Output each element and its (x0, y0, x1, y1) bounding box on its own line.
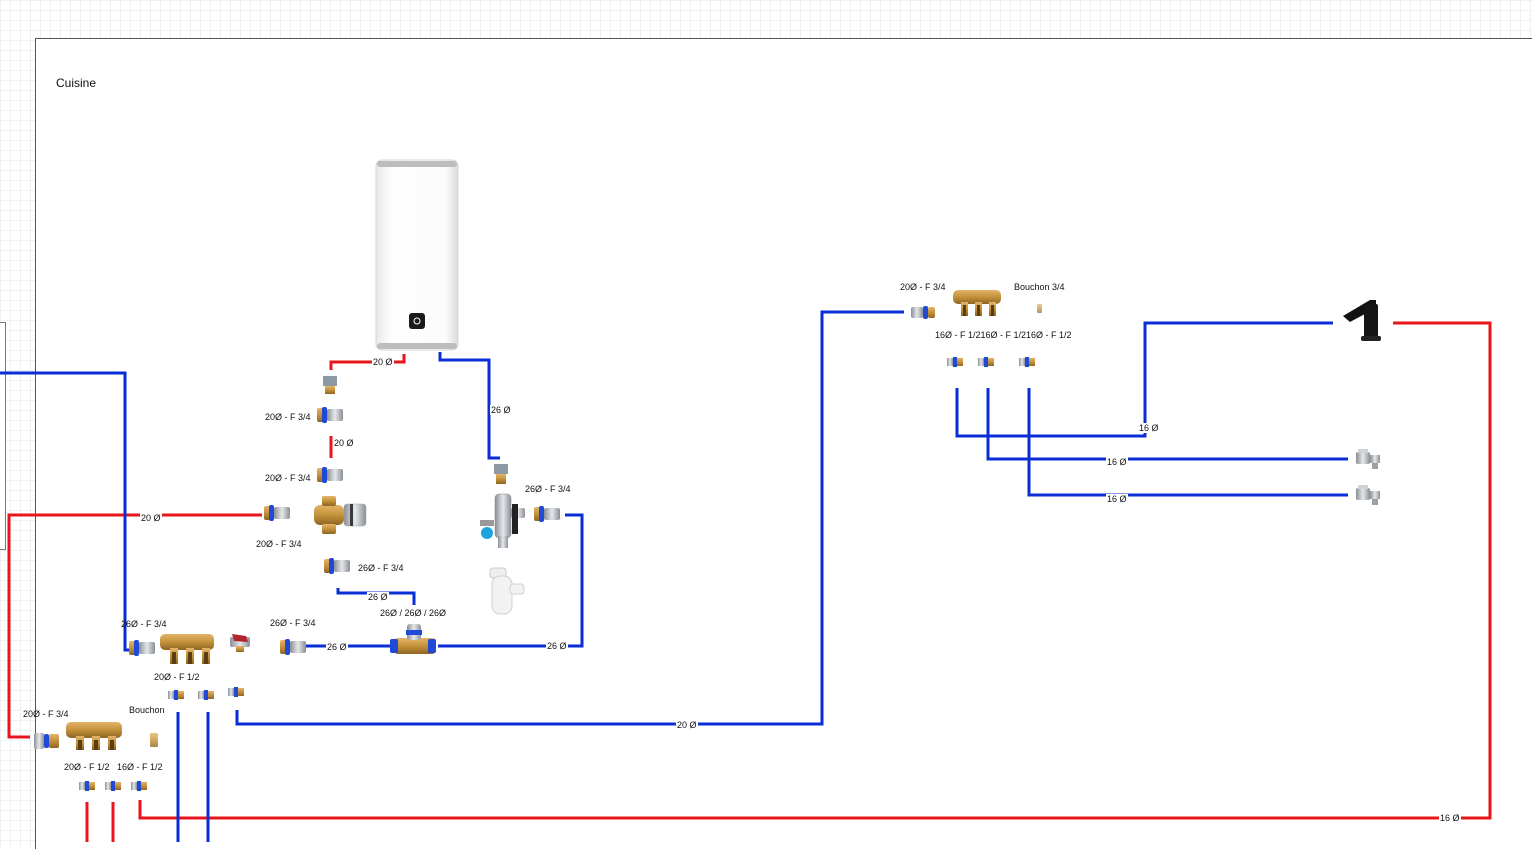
label-mixer-in-top: 20Ø - F 3/4 (265, 473, 311, 483)
label-manifold-cold-right: 26Ø - F 3/4 (270, 618, 316, 628)
fitting-icon (534, 506, 560, 522)
label-plug-cold: Bouchon (129, 705, 165, 715)
fitting-icon (131, 781, 147, 791)
room-title: Cuisine (56, 76, 97, 90)
safety-group-icon (480, 493, 525, 548)
label-valve1-line: 16 Ø (1106, 457, 1128, 467)
fitting-icon (129, 640, 155, 656)
plug-icon (150, 733, 158, 747)
label-cold-26-heater: 26 Ø (490, 405, 512, 415)
fitting-icon (105, 781, 121, 791)
adjacent-room-edge (0, 322, 6, 550)
fitting-icon (911, 306, 935, 319)
fitting-icon (280, 639, 306, 655)
label-manifold-hot-outlet-b: 16Ø - F 1/2 (117, 762, 163, 772)
label-sink-cold: 16 Ø (1138, 423, 1160, 433)
pipe-valve2 (1027, 388, 1348, 497)
fitting-icon (1019, 357, 1035, 367)
manifold-icon (66, 722, 122, 750)
angle-valve-icon (1356, 485, 1380, 505)
tee-icon (390, 624, 436, 654)
label-mixer-side: 20Ø - F 3/4 (256, 539, 302, 549)
fitting-icon (79, 781, 95, 791)
thermostatic-mixer-icon (314, 496, 367, 534)
reducer-icon (323, 376, 337, 394)
label-heater-out-hot: 20 Ø (372, 357, 394, 367)
angle-valve-icon (1356, 449, 1380, 469)
water-heater-icon (375, 159, 459, 351)
fitting-icon (34, 733, 59, 749)
label-manifold-hot-outlet-a: 20Ø - F 1/2 (64, 762, 110, 772)
plug-icon (1037, 304, 1042, 313)
cold-water-pipes (0, 310, 1348, 842)
label-hot-short: 20 Ø (333, 438, 355, 448)
ball-valve-icon (230, 634, 250, 652)
label-hot-16-main: 16 Ø (1439, 813, 1461, 823)
label-manifold-cold-left: 26Ø - F 3/4 (121, 619, 167, 629)
label-tee: 26Ø / 26Ø / 26Ø (380, 608, 447, 618)
label-manifold-right-outlets: 16Ø - F 1/216Ø - F 1/216Ø - F 1/2 (935, 330, 1072, 340)
pipe-heater-hot-out (329, 354, 406, 370)
hot-water-pipes (7, 321, 1492, 842)
label-heater-fitting: 20Ø - F 3/4 (265, 412, 311, 422)
pipe-cold-26-right (438, 513, 584, 648)
pipe-sink-cold (955, 321, 1333, 438)
drawing-page (35, 38, 1532, 849)
label-cold-20-main: 20 Ø (676, 720, 698, 730)
reducer-icon (494, 464, 508, 484)
siphon-icon (489, 567, 525, 615)
pipe-cold-20-main (235, 310, 904, 726)
kitchen-faucet-icon (1343, 300, 1381, 341)
fitting-icon (324, 558, 350, 574)
fitting-icon (978, 357, 994, 367)
fitting-icon (947, 357, 963, 367)
label-mixer-bottom: 26Ø - F 3/4 (358, 563, 404, 573)
label-valve2-line: 16 Ø (1106, 494, 1128, 504)
fitting-icon (264, 505, 290, 521)
manifold-icon (953, 290, 1001, 316)
fitting-icon (228, 687, 244, 697)
pipe-hot-16-main (138, 321, 1492, 820)
fitting-icon (198, 690, 214, 700)
label-manifold-right-plug: Bouchon 3/4 (1014, 282, 1065, 292)
label-manifold-cold-outlets: 20Ø - F 1/2 (154, 672, 200, 682)
pipe-cold-26-heater (438, 352, 500, 460)
fitting-icon (317, 467, 343, 483)
label-cold-26-tee-left: 26 Ø (326, 642, 348, 652)
pipe-hot-to-mixer (7, 513, 262, 739)
label-cold-26-down: 26 Ø (367, 592, 389, 602)
fitting-icon (168, 690, 184, 700)
label-cold-26-right: 26 Ø (546, 641, 568, 651)
fitting-icon (317, 407, 343, 423)
manifold-icon (160, 634, 214, 664)
label-manifold-hot-left: 20Ø - F 3/4 (23, 709, 69, 719)
label-manifold-right-in: 20Ø - F 3/4 (900, 282, 946, 292)
label-hot-to-mixer: 20 Ø (140, 513, 162, 523)
pipe-valve1 (986, 388, 1348, 461)
pipe-cold-supply (0, 371, 130, 652)
label-safety-group: 26Ø - F 3/4 (525, 484, 571, 494)
